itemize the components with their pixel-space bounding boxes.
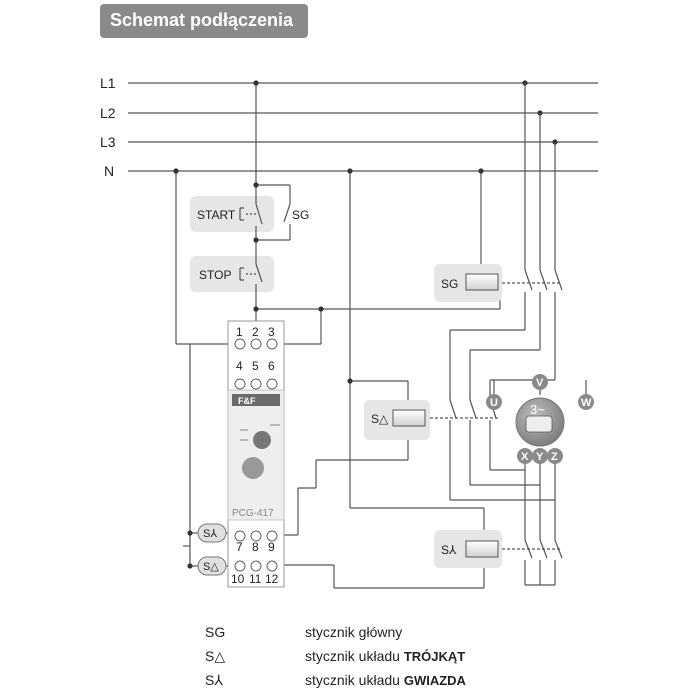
start-label: START	[197, 208, 236, 222]
terminal-3: 3	[268, 325, 275, 339]
legend-code: S△	[205, 648, 226, 664]
motor-terminals	[486, 374, 594, 464]
relay-delta-label: S△	[203, 561, 219, 573]
motor-v: V	[536, 377, 544, 389]
motor-y: Y	[536, 451, 544, 463]
control-wiring	[175, 83, 501, 589]
terminal-9: 9	[268, 540, 275, 554]
motor-symbol: 3~	[530, 402, 545, 417]
stop-box	[190, 256, 274, 292]
delta-coil	[392, 409, 426, 427]
terminal-2: 2	[252, 325, 259, 339]
sg-coil	[465, 273, 499, 291]
sg-contact-label: SG	[292, 208, 309, 222]
label-l1: L1	[100, 75, 116, 91]
relay-star-tag	[197, 523, 227, 543]
star-contactor-label: S⅄	[441, 543, 457, 557]
legend-desc: stycznik układu TRÓJKĄT	[305, 648, 466, 664]
legend-code: SG	[205, 624, 226, 640]
header-banner: Schemat podłączenia	[100, 4, 308, 38]
start-box	[190, 196, 274, 232]
relay-brand: F&F	[238, 396, 256, 406]
terminal-11: 11	[249, 572, 262, 586]
power-wiring	[430, 83, 587, 586]
relay-module	[227, 320, 285, 588]
diagram-title: Schemat podłączenia	[110, 10, 294, 30]
terminal-7: 7	[236, 540, 243, 554]
delta-contactor-label: S△	[371, 412, 389, 426]
terminal-8: 8	[252, 540, 259, 554]
legend-desc: stycznik główny	[305, 624, 403, 640]
star-coil	[465, 540, 499, 558]
terminal-6: 6	[268, 359, 275, 373]
motor-u: U	[490, 397, 498, 409]
relay-delta-tag	[197, 556, 227, 576]
terminal-5: 5	[252, 359, 259, 373]
label-n: N	[104, 163, 114, 179]
motor-w: W	[581, 397, 592, 409]
relay-star-label: S⅄	[203, 528, 217, 540]
label-l2: L2	[100, 105, 116, 121]
sg-contactor-label: SG	[441, 277, 458, 291]
terminal-1: 1	[236, 325, 243, 339]
motor-x: X	[521, 451, 529, 463]
terminal-4: 4	[236, 359, 243, 373]
terminal-10: 10	[231, 572, 245, 586]
label-l3: L3	[100, 134, 116, 150]
supply-lines	[128, 82, 598, 172]
relay-model: PCG-417	[232, 508, 274, 519]
legend-desc: stycznik układu GWIAZDA	[305, 672, 466, 688]
motor-z: Z	[551, 451, 558, 463]
motor	[515, 397, 565, 447]
terminal-12: 12	[265, 572, 279, 586]
legend-code: S⅄	[205, 672, 223, 688]
stop-label: STOP	[199, 268, 231, 282]
